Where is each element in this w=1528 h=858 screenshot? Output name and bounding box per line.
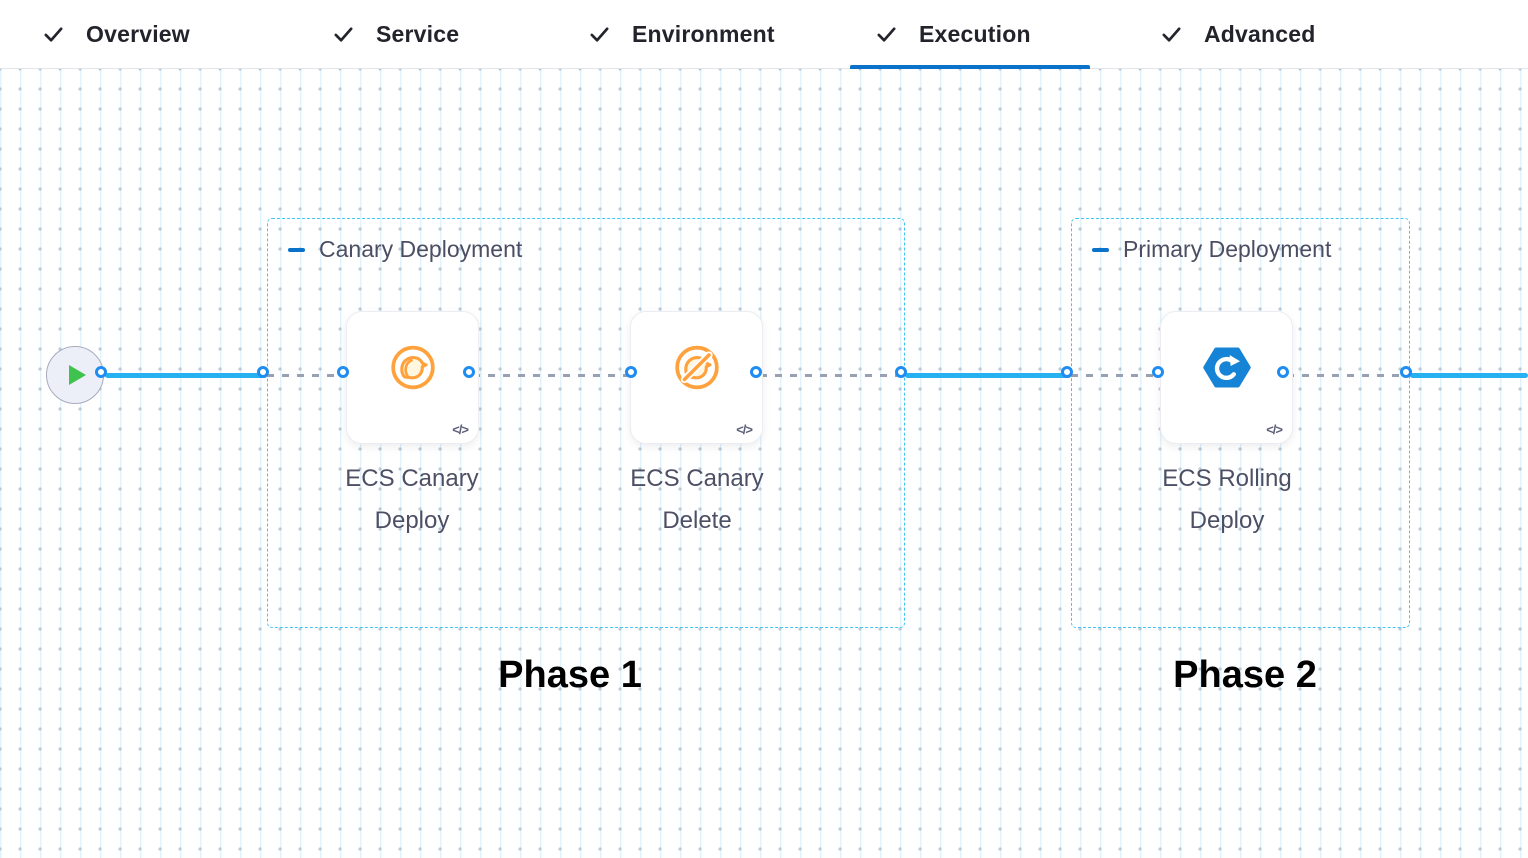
tab-advanced[interactable]: Advanced [1160, 0, 1316, 68]
step-card-ecs-rolling-deploy[interactable]: </> [1160, 311, 1293, 444]
step-card-ecs-canary-deploy[interactable]: </> [346, 311, 479, 444]
minus-collapse-icon[interactable] [1092, 247, 1109, 252]
connector-port[interactable] [895, 366, 907, 378]
group-header: Primary Deployment [1092, 236, 1409, 263]
code-icon: </> [1266, 422, 1283, 437]
tab-advanced-label: Advanced [1204, 20, 1316, 47]
connector-port[interactable] [1400, 366, 1412, 378]
stage-group-canary-deployment: Canary Deployment [267, 218, 905, 628]
code-icon: </> [452, 422, 469, 437]
connector-port[interactable] [257, 366, 269, 378]
check-icon [588, 23, 611, 46]
tab-execution-label: Execution [919, 20, 1031, 47]
ecs-rolling-deploy-icon [1202, 345, 1252, 394]
tab-overview-label: Overview [86, 20, 190, 47]
group-label: Canary Deployment [319, 236, 523, 262]
check-icon [1160, 23, 1183, 46]
tab-overview[interactable]: Overview [42, 0, 190, 68]
canary-deploy-icon [389, 343, 437, 396]
tab-environment-label: Environment [632, 20, 775, 47]
connector-port[interactable] [1061, 366, 1073, 378]
connector-line-dashed [473, 374, 635, 377]
connector-line-dashed [267, 374, 347, 377]
group-label: Primary Deployment [1123, 236, 1332, 262]
phase-label-2: Phase 2 [1173, 654, 1317, 696]
connector-port[interactable] [463, 366, 475, 378]
connector-line-dashed [1287, 374, 1410, 377]
tab-service-label: Service [376, 20, 460, 47]
minus-collapse-icon[interactable] [288, 247, 305, 252]
group-header: Canary Deployment [288, 236, 904, 263]
pipeline-start-node[interactable] [46, 346, 104, 404]
check-icon [42, 23, 65, 46]
connector-port[interactable] [95, 366, 107, 378]
stage-config-tabbar: Overview Service Environment Execution A [0, 0, 1528, 69]
connector-line-dashed [760, 374, 905, 377]
connector-line-solid [105, 373, 267, 378]
connector-line-solid [1410, 373, 1528, 378]
pipeline-canvas[interactable] [0, 69, 1528, 858]
tab-environment[interactable]: Environment [588, 0, 775, 68]
connector-port[interactable] [1152, 366, 1164, 378]
code-icon: </> [736, 422, 753, 437]
stage-group-primary-deployment: Primary Deployment [1071, 218, 1410, 628]
connector-line-solid [905, 373, 1071, 378]
step-card-ecs-canary-delete[interactable]: </> [630, 311, 763, 444]
active-tab-underline [850, 65, 1090, 69]
connector-line-dashed [1071, 374, 1162, 377]
check-icon [332, 23, 355, 46]
check-icon [875, 23, 898, 46]
connector-port[interactable] [337, 366, 349, 378]
tab-service[interactable]: Service [332, 0, 459, 68]
step-name-ecs-canary-deploy: ECS Canary Deploy [345, 465, 479, 534]
step-name-ecs-canary-delete: ECS Canary Delete [630, 465, 764, 534]
step-name-ecs-rolling-deploy: ECS Rolling Deploy [1162, 465, 1292, 534]
canary-delete-icon [673, 343, 721, 396]
tab-execution[interactable]: Execution [875, 0, 1031, 68]
connector-port[interactable] [1277, 366, 1289, 378]
play-icon [69, 365, 86, 385]
connector-port[interactable] [750, 366, 762, 378]
phase-label-1: Phase 1 [498, 654, 642, 696]
connector-port[interactable] [625, 366, 637, 378]
